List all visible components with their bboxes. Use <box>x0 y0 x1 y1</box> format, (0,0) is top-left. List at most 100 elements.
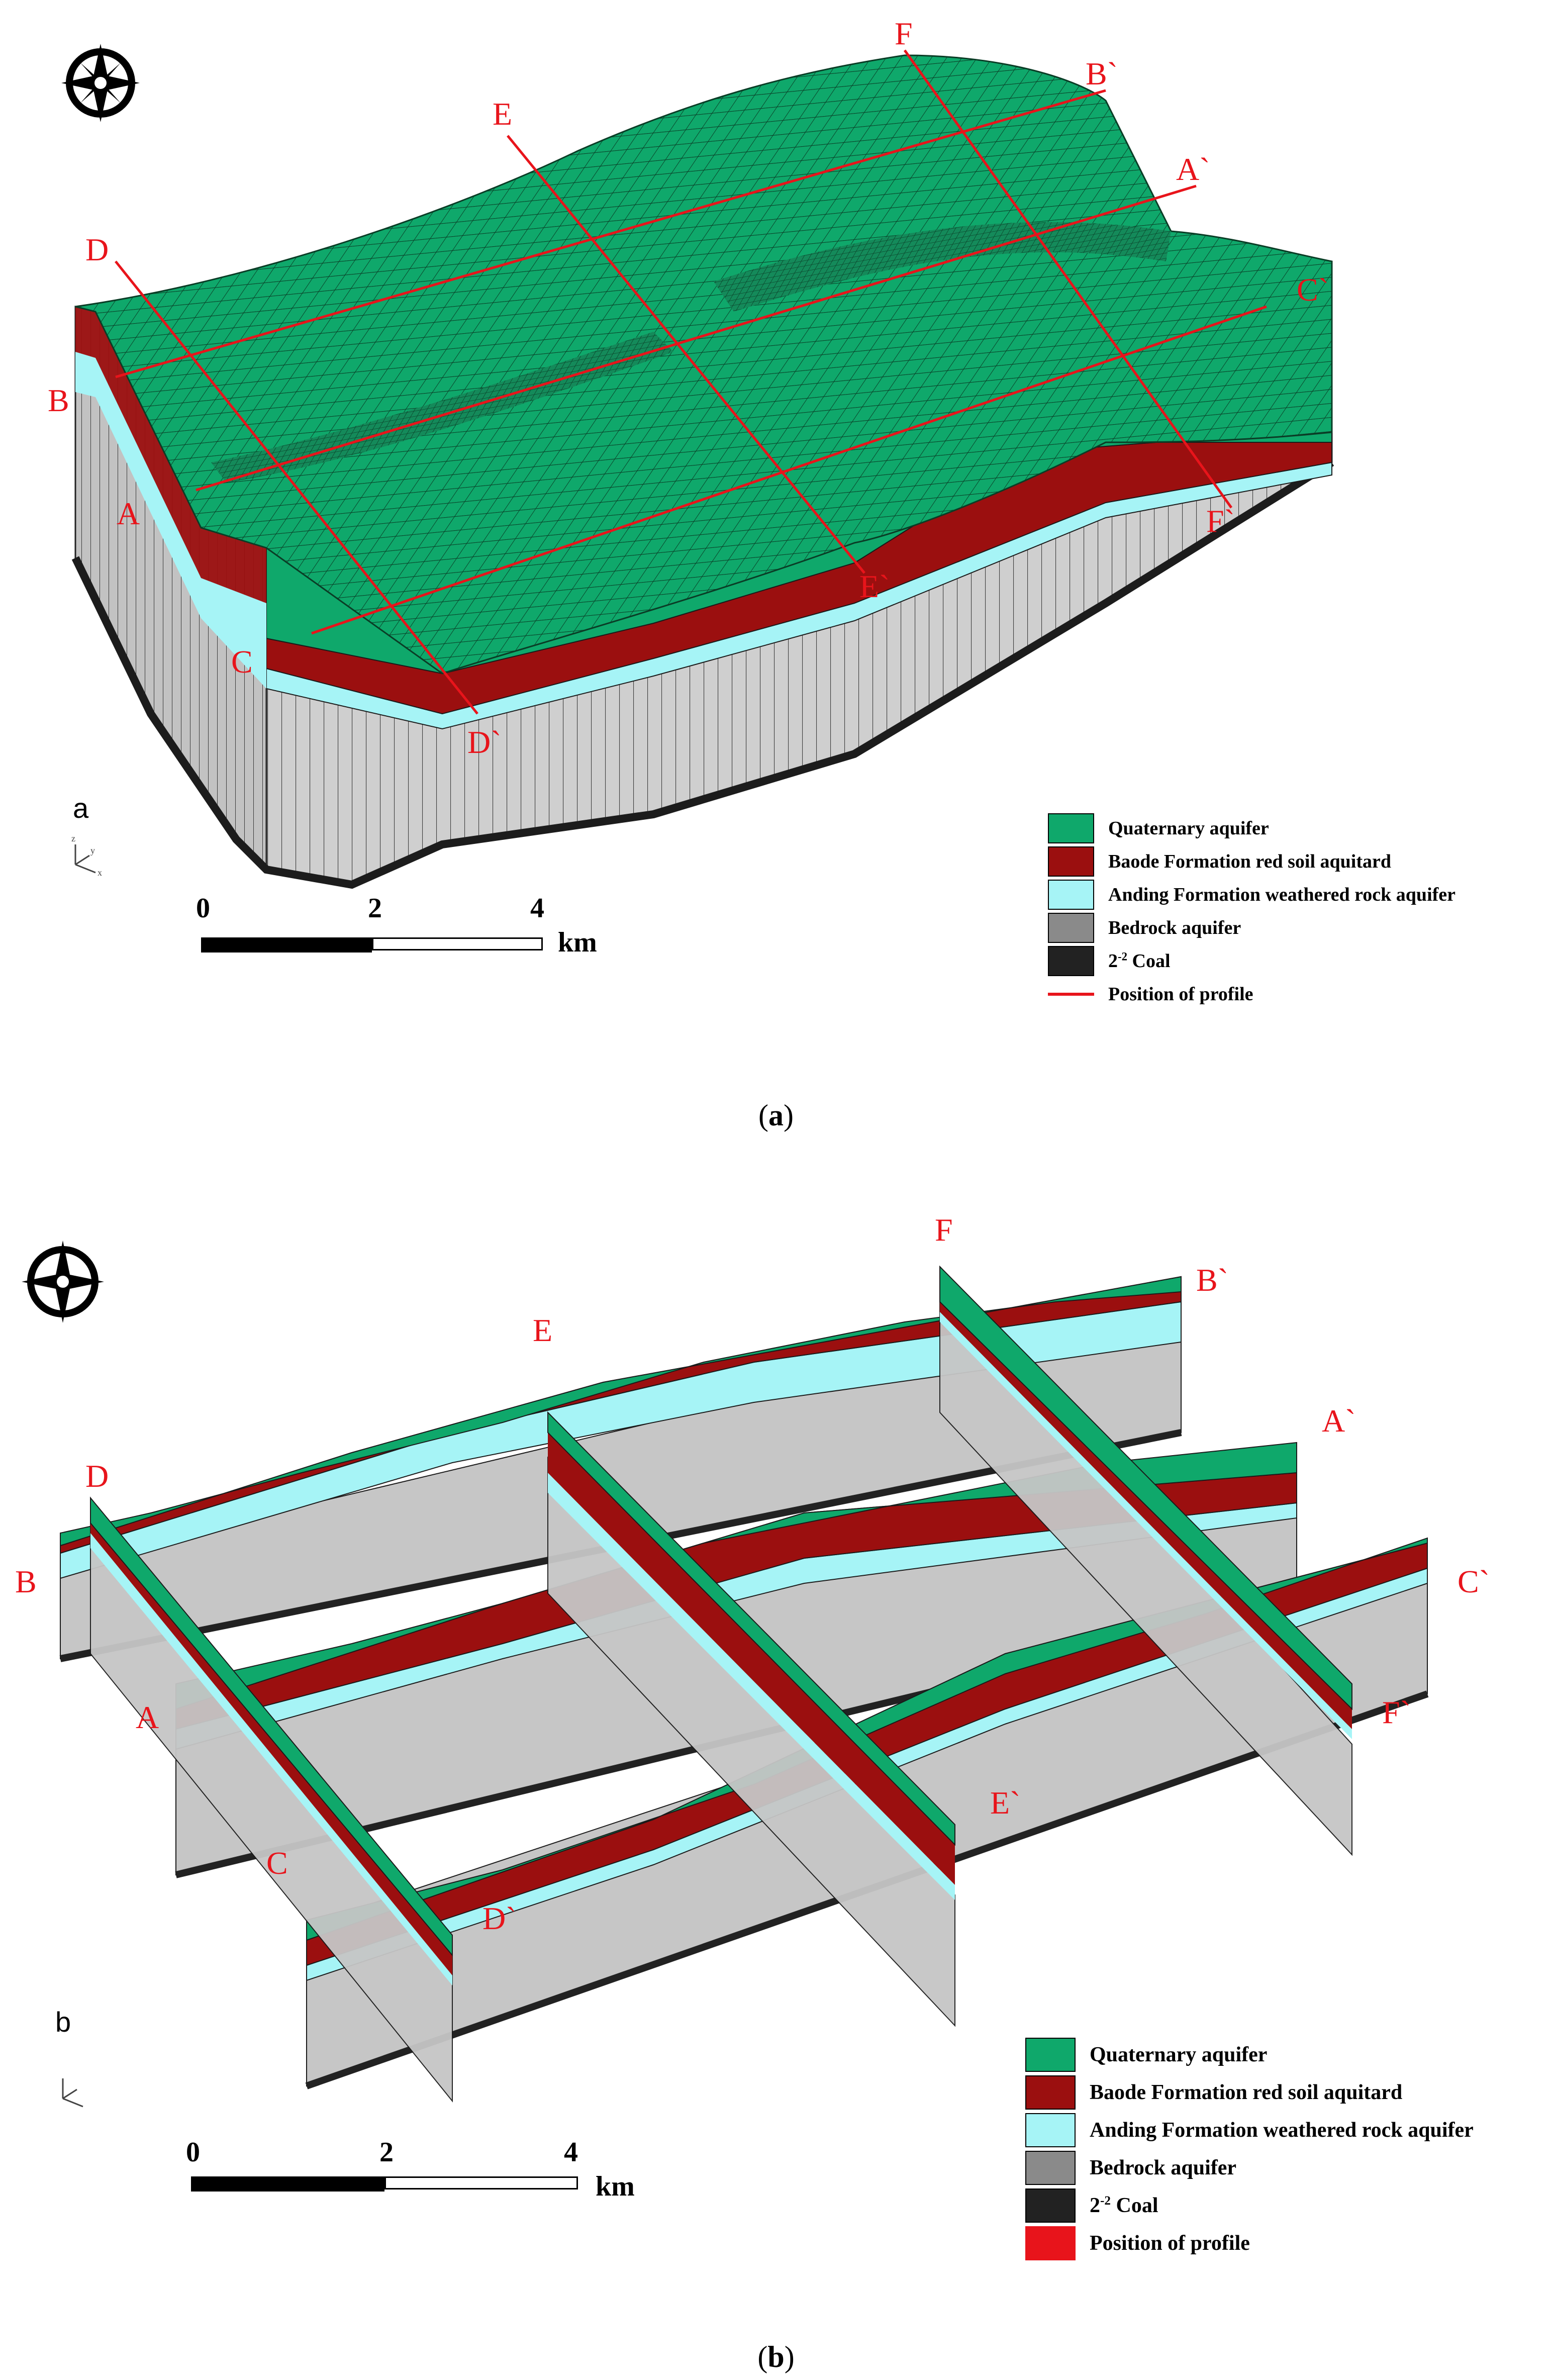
legend-swatch <box>1025 2037 1076 2072</box>
legend-swatch <box>1048 846 1094 877</box>
compass-rose-icon <box>61 44 140 122</box>
legend-item: Bedrock aquifer <box>1025 2149 1474 2186</box>
scale-bar: 0 2 4 km <box>186 2136 643 2202</box>
profile-label-D2: D` <box>467 724 502 760</box>
panel-b: D B A C D` E E` F F` B` A` C` b 0 2 4 km… <box>0 1151 1552 2380</box>
profile-section-D <box>90 1496 453 2103</box>
legend-label: Anding Formation weathered rock aquifer <box>1090 2118 1474 2142</box>
scale-bar-white <box>372 937 543 950</box>
legend-line-swatch <box>1025 2226 1076 2260</box>
legend-item: 2-2 Coal <box>1025 2186 1474 2224</box>
legend-label: Quaternary aquifer <box>1090 2043 1268 2066</box>
legend-label: 2-2 Coal <box>1090 2194 1158 2217</box>
legend-item: Bedrock aquifer <box>1048 911 1456 944</box>
scale-tick-2: 2 <box>368 893 382 924</box>
scale-bar-black <box>201 937 372 953</box>
panel-letter-a: a <box>73 792 89 824</box>
legend-label: Position of profile <box>1090 2231 1250 2255</box>
profile-lines <box>115 49 1267 715</box>
legend-label: 2-2 Coal <box>1108 950 1171 972</box>
scale-bar-white <box>384 2176 578 2189</box>
scale-bar-black <box>191 2176 384 2192</box>
profile-label-D2: D` <box>482 1900 517 1936</box>
axis-triad-icon: z x y <box>71 833 102 878</box>
legend-label: Quaternary aquifer <box>1108 818 1269 839</box>
legend-label: Position of profile <box>1108 984 1253 1005</box>
scale-tick-0: 0 <box>186 2137 200 2168</box>
legend-line-swatch <box>1048 993 1094 996</box>
axis-triad-icon <box>62 2078 83 2108</box>
legend-label: Baode Formation red soil aquitard <box>1108 851 1391 872</box>
legend-swatch <box>1025 2188 1076 2223</box>
legend-item: Anding Formation weathered rock aquifer <box>1025 2111 1474 2149</box>
svg-text:y: y <box>90 845 95 855</box>
legend-item: Baode Formation red soil aquitard <box>1025 2073 1474 2111</box>
profile-label-A: A <box>117 496 140 531</box>
profile-label-E: E <box>493 96 513 132</box>
caption-b-letter: b <box>767 2340 785 2373</box>
legend-label: Anding Formation weathered rock aquifer <box>1108 884 1456 905</box>
profile-label-A: A <box>136 1699 159 1735</box>
profile-label-F2: F` <box>1382 1694 1411 1730</box>
scale-tick-0: 0 <box>196 893 210 924</box>
legend-swatch <box>1025 2075 1076 2110</box>
profile-label-C2: C` <box>1458 1564 1490 1599</box>
profile-label-B: B <box>48 383 69 418</box>
legend-item: Quaternary aquifer <box>1025 2036 1474 2073</box>
legend-item: Position of profile <box>1048 978 1456 1011</box>
profile-label-B: B <box>15 1564 37 1599</box>
profile-label-E2: E` <box>990 1785 1021 1821</box>
profile-label-E: E <box>533 1312 553 1348</box>
profile-label-F: F <box>935 1212 953 1248</box>
profile-section-F <box>939 1265 1352 1856</box>
profile-section-E <box>547 1411 955 2027</box>
fence-diagram <box>22 1241 1429 2108</box>
scale-unit: km <box>558 927 597 958</box>
scale-bar: 0 2 4 km <box>196 892 597 958</box>
profile-label-F2: F` <box>1206 503 1235 539</box>
dense-mesh-band-1 <box>211 332 673 483</box>
profile-label-C: C <box>266 1845 288 1881</box>
profile-label-D: D <box>85 232 109 267</box>
panel-a: z x y D B A C D` E E` F F` B` A` C` a 0 … <box>0 0 1552 1151</box>
legend-item: 2-2 Coal <box>1048 944 1456 978</box>
legend-swatch <box>1048 946 1094 976</box>
legend-label: Baode Formation red soil aquitard <box>1090 2080 1403 2104</box>
legend-item: Baode Formation red soil aquitard <box>1048 845 1456 878</box>
left-weathered <box>75 352 266 689</box>
profile-label-D: D <box>85 1458 109 1494</box>
legend-item: Quaternary aquifer <box>1048 812 1456 845</box>
dense-mesh-band-2 <box>714 222 1171 312</box>
legend-swatch <box>1048 880 1094 910</box>
profile-label-F: F <box>895 16 913 51</box>
compass-rose-icon <box>22 1241 104 1323</box>
legend-label: Bedrock aquifer <box>1108 917 1241 938</box>
legend-swatch <box>1025 2113 1076 2147</box>
coal-base <box>71 459 1334 889</box>
caption-b: (b) <box>757 2340 795 2373</box>
panel-letter-b: b <box>55 2006 71 2038</box>
legend-swatch <box>1048 813 1094 843</box>
legend-item: Position of profile <box>1025 2224 1474 2262</box>
scale-tick-4: 4 <box>530 893 544 924</box>
legend-item: Anding Formation weathered rock aquifer <box>1048 878 1456 911</box>
profile-label-C: C <box>231 644 253 680</box>
caption-a-letter: a <box>768 1099 784 1132</box>
block-model-3d: z x y <box>61 44 1334 889</box>
profile-label-A2: A` <box>1322 1403 1356 1439</box>
profile-label-C2: C` <box>1297 272 1329 308</box>
svg-text:x: x <box>98 868 102 878</box>
caption-a: (a) <box>758 1099 794 1132</box>
profile-label-B2: B` <box>1196 1262 1228 1298</box>
scale-tick-2: 2 <box>379 2137 394 2168</box>
scale-tick-4: 4 <box>564 2137 578 2168</box>
profile-label-B2: B` <box>1086 56 1118 91</box>
legend-label: Bedrock aquifer <box>1090 2156 1237 2179</box>
legend-swatch <box>1025 2150 1076 2185</box>
legend-swatch <box>1048 913 1094 943</box>
profile-label-E2: E` <box>859 568 890 604</box>
svg-text:z: z <box>71 833 75 843</box>
profile-label-A2: A` <box>1176 151 1210 187</box>
